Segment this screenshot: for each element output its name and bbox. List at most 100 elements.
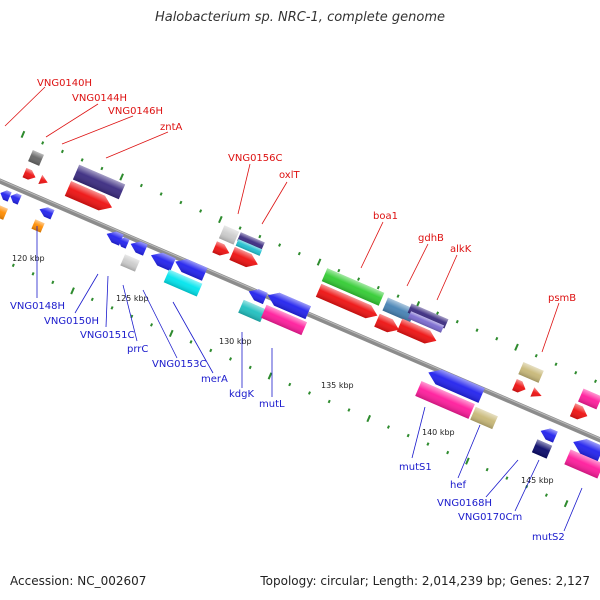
gene-gloss [10,193,22,205]
gene-gloss [512,379,526,393]
scale-label: 145 kbp [521,476,554,485]
tick-above [593,379,597,384]
gene-label-vng0144h: VNG0144H [72,93,127,104]
gene-gloss [39,207,55,220]
tick-below [426,442,430,446]
tick-below [31,272,35,276]
gene-gloss [72,164,126,200]
gene-label-prrc: prrC [127,344,148,355]
gene-gloss [64,181,113,211]
gene-gloss [396,318,437,344]
tick-below [347,408,351,412]
map-title: Halobacterium sp. NRC-1, complete genome [154,10,446,25]
tick-above [179,200,183,205]
tick-above [514,343,519,351]
tick-below [465,457,470,465]
tick-below [386,425,390,429]
gene-gloss [218,225,240,245]
gene-gloss [238,299,266,323]
tick-below [505,476,509,480]
tick-above [100,166,104,171]
tick-above [199,209,203,213]
tick-above [554,362,558,367]
gene-label-vng0151c: VNG0151C [80,330,135,341]
gene-gloss [0,204,8,220]
tick-above [139,183,143,188]
tick-below [406,433,410,438]
gene-label-gdhb: gdhB [418,233,444,244]
tick-above [119,173,124,181]
genome-summary: Topology: circular; Length: 2,014,239 bp… [260,574,590,588]
gene-gloss [578,388,600,410]
tick-above [436,311,440,315]
gene-gloss [237,232,265,251]
gene-gloss [407,311,445,333]
gene-gloss [22,168,36,180]
gene-gloss [130,241,148,256]
gene-gloss [163,269,203,297]
label-leaders-lower [36,226,583,532]
gene-gloss [428,369,485,403]
tick-above [534,353,538,358]
scale-label: 130 kbp [219,337,252,346]
scale-labels: 120 kbp 125 kbp 130 kbp 135 kbp 140 kbp … [12,254,554,485]
gene-label-vng0170cm: VNG0170Cm [458,512,522,523]
tick-below [307,391,311,395]
gene-label-mera: merA [201,374,228,385]
gene-labels-upper: VNG0140H VNG0144H VNG0146H zntA VNG0156C… [37,78,576,304]
gene-gloss [374,313,400,333]
tick-above [297,251,301,256]
gene-gloss [175,259,208,281]
tick-below [209,348,213,353]
tick-below [485,467,489,472]
gene-label-kdgk: kdgK [229,389,254,400]
gene-gloss [31,219,45,233]
tick-above [337,268,341,273]
gene-label-muts2: mutS2 [532,532,565,543]
tick-below [11,263,15,268]
gene-gloss [150,252,176,272]
tick-below [248,365,252,370]
tick-above [218,215,223,224]
tick-below [327,399,331,404]
tick-above [396,294,400,298]
gene-label-vng0168h: VNG0168H [437,498,492,509]
gene-gloss [530,387,542,397]
tick-below [544,493,548,497]
gene-gloss [470,406,498,430]
gene-gloss [573,439,600,462]
gene-gloss [120,254,140,272]
gene-gloss [407,303,449,329]
tick-above [20,130,26,139]
gene-label-alkk: alkK [450,244,472,255]
tick-above [41,141,45,145]
tick-above [357,277,361,281]
gene-gloss [118,237,130,249]
tick-above [159,192,163,196]
gene-label-znta: zntA [160,122,183,133]
scale-label: 135 kbp [321,381,354,390]
scale-label: 140 kbp [422,428,455,437]
gene-gloss [267,292,311,320]
tick-below [446,450,450,455]
gene-label-vng0146h: VNG0146H [108,106,163,117]
tick-below [288,382,292,387]
gene-label-boa1: boa1 [373,211,398,222]
gene-gloss [315,283,378,319]
gene-label-vng0150h: VNG0150H [44,316,99,327]
gene-label-vng0153c: VNG0153C [152,359,207,370]
gene-gloss [38,174,48,185]
gene-gloss [235,239,263,256]
tick-below [168,329,174,338]
tick-above [278,243,282,247]
tick-below [366,414,372,423]
tick-below [563,500,569,508]
gene-gloss [531,439,553,459]
gene-gloss [540,428,558,443]
gene-labels-lower: VNG0148H VNG0150H VNG0151C prrC VNG0153C… [10,301,565,543]
gene-gloss [415,381,475,419]
tick-above [376,285,380,290]
tick-below [228,357,233,361]
tick-above [574,370,578,375]
